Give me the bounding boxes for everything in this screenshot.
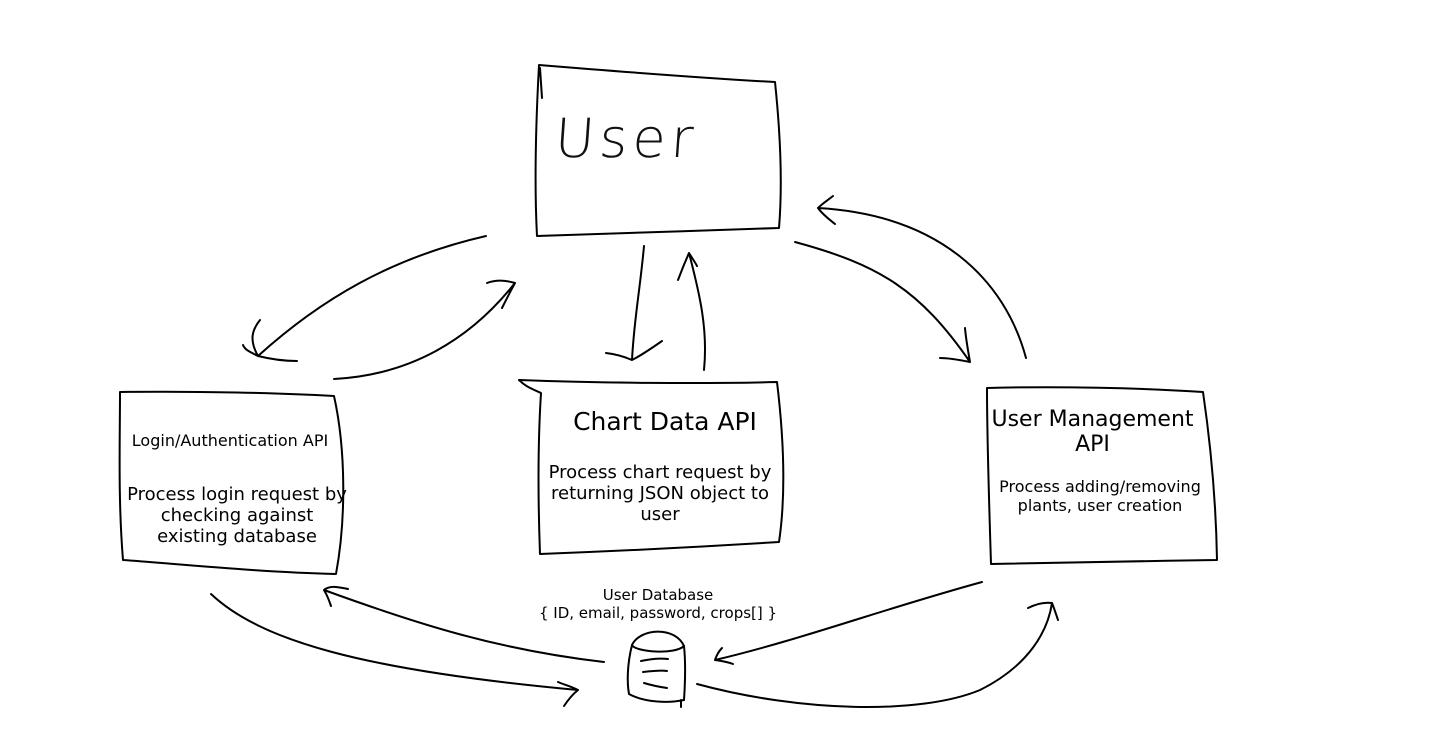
arrow-user-to-login [242, 235, 487, 362]
arrow-chart-to-user [677, 252, 707, 371]
arrow-login-to-user [333, 279, 516, 380]
database-cylinder-icon [626, 630, 687, 708]
chart-api-box [518, 379, 785, 555]
arrow-db-to-mgmt [696, 601, 1059, 709]
login-api-title: Login/Authentication API [131, 431, 329, 450]
login-api-description: Process login request by checking agains… [127, 484, 347, 547]
arrow-db-to-login [323, 585, 605, 663]
user-label: User [552, 107, 701, 170]
arrow-login-to-db [210, 593, 579, 707]
arrow-user-to-chart [605, 245, 663, 361]
user-mgmt-api-title: User Management API [991, 407, 1194, 457]
database-fields: { ID, email, password, crops[] } [538, 604, 778, 622]
login-api-box [118, 390, 345, 575]
chart-api-description: Process chart request by returning JSON … [548, 462, 772, 525]
database-title: User Database [602, 586, 714, 604]
arrow-mgmt-to-user [817, 195, 1027, 359]
user-mgmt-api-box [986, 386, 1218, 565]
chart-api-title: Chart Data API [573, 407, 757, 436]
user-mgmt-api-description: Process adding/removing plants, user cre… [999, 477, 1201, 515]
user-box [534, 64, 782, 237]
arrow-user-to-mgmt [794, 241, 971, 363]
arrow-mgmt-to-db [714, 581, 983, 665]
